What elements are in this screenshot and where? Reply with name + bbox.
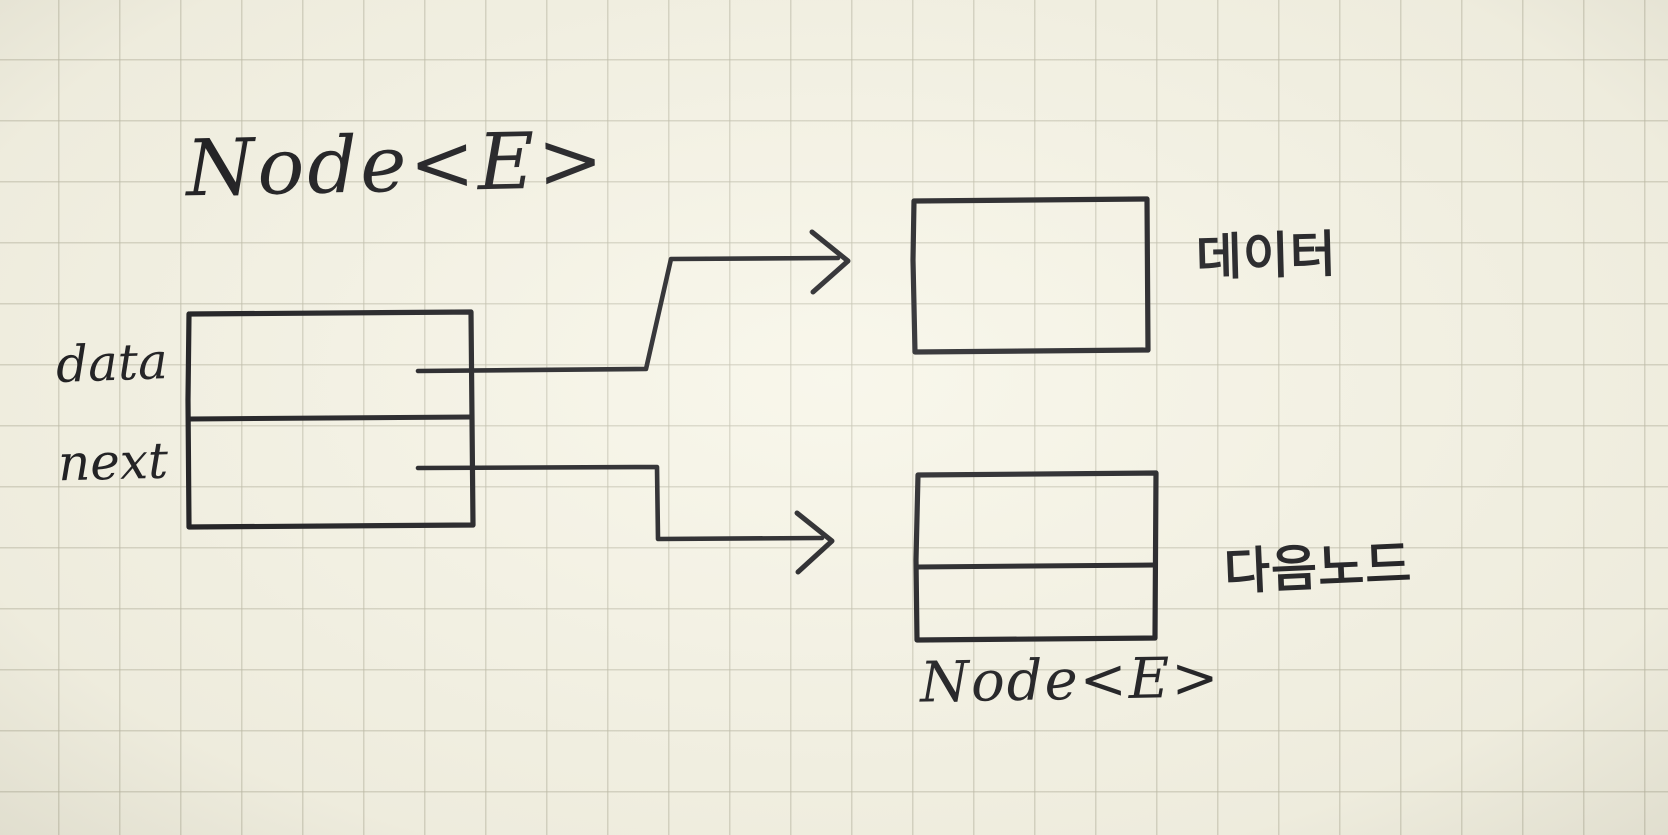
data-box-outline — [910, 196, 1151, 355]
page-title: Node<E> — [185, 115, 607, 215]
next-node-box-outline — [913, 470, 1159, 643]
next-node-box-caption: 다음노드 — [1222, 534, 1414, 602]
node-box-divider — [187, 414, 475, 422]
node-box-outline — [185, 309, 476, 530]
data-box-caption: 데이터 — [1195, 225, 1338, 287]
field-label-data: data — [55, 332, 169, 394]
next-pointer-line — [415, 464, 825, 542]
data-pointer-line — [415, 255, 841, 374]
node-box — [185, 309, 476, 530]
next-pointer-arrow — [415, 464, 835, 575]
data-pointer-arrowhead — [809, 229, 851, 295]
next-node-box-type-label: Node<E> — [919, 645, 1221, 716]
next-node-box-divider — [914, 562, 1158, 570]
field-label-next: next — [57, 431, 169, 493]
data-pointer-arrow — [415, 229, 851, 374]
next-pointer-arrowhead — [794, 510, 835, 575]
next-node-box — [913, 470, 1159, 643]
data-box — [910, 196, 1151, 355]
